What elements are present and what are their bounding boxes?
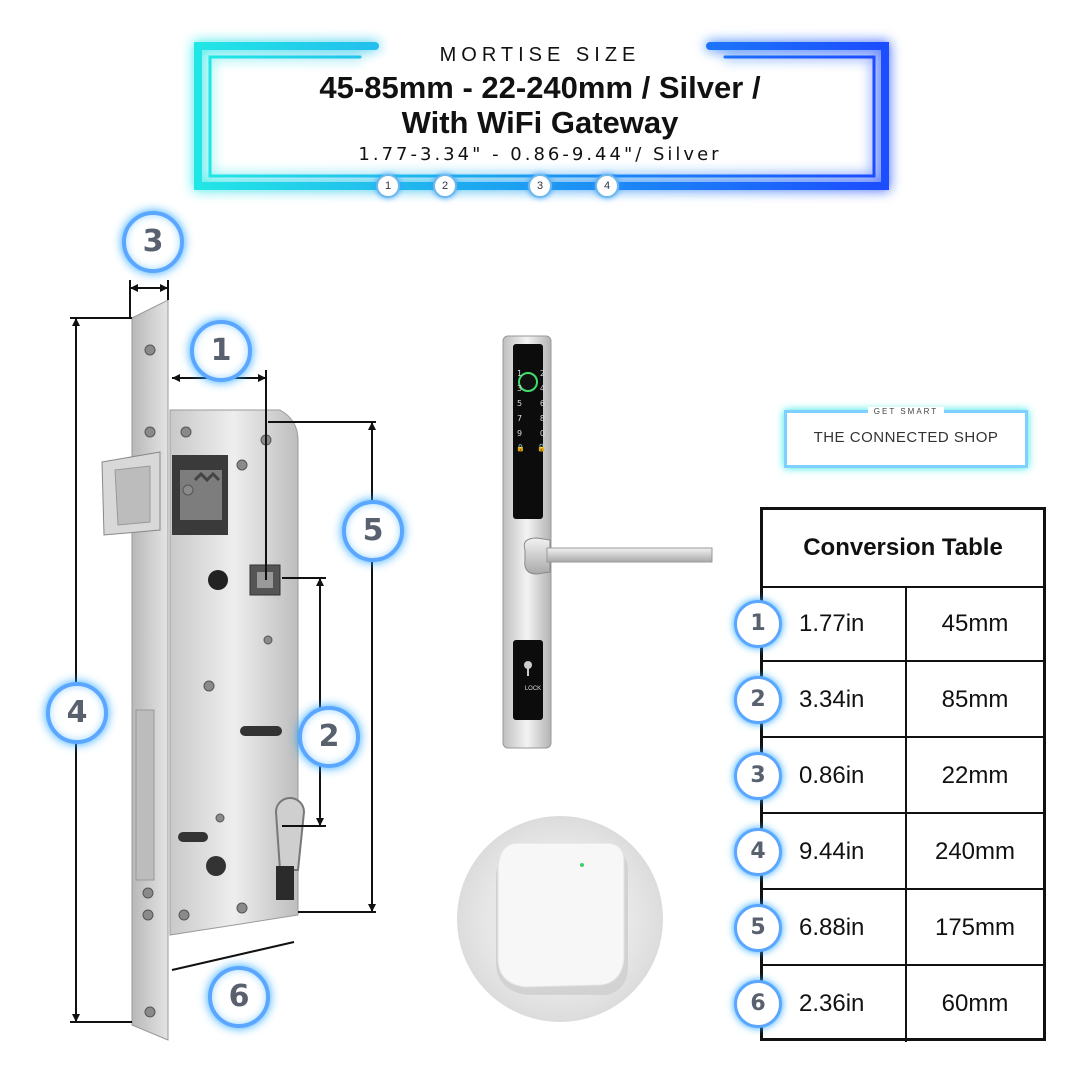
header-title-line2: With WiFi Gateway xyxy=(401,105,679,140)
row-inches: 3.34in xyxy=(799,686,865,713)
header-eyebrow: MORTISE SIZE xyxy=(439,44,641,66)
shop-name: THE CONNECTED SHOP xyxy=(813,429,999,446)
dimension-badge-1: 1 xyxy=(190,320,252,382)
conversion-table: Conversion Table 1.77in 45mm 3.34in 85mm… xyxy=(760,507,1046,1042)
row-mm: 45mm xyxy=(905,586,1043,662)
dimension-badge-2: 2 xyxy=(298,706,360,768)
header-mini-badge-2: 2 xyxy=(433,174,457,198)
conversion-table-title: Conversion Table xyxy=(763,510,1043,588)
wifi-gateway-image xyxy=(457,816,663,1022)
key-6[interactable]: 6 xyxy=(539,399,545,408)
row-inches: 9.44in xyxy=(799,838,865,865)
row-inches: 6.88in xyxy=(799,914,865,941)
table-row-badge-1: 1 xyxy=(734,600,782,648)
table-row-badge-6: 6 xyxy=(734,980,782,1028)
key-7[interactable]: 7 xyxy=(517,414,523,423)
key-1[interactable]: 1 xyxy=(517,369,523,378)
table-row: 3.34in 85mm xyxy=(763,662,1043,738)
header-title-line1: 45-85mm - 22-240mm / Silver / xyxy=(319,70,761,105)
table-row-badge-4: 4 xyxy=(734,828,782,876)
key-8[interactable]: 8 xyxy=(539,414,545,423)
row-mm: 22mm xyxy=(905,738,1043,814)
table-row: 0.86in 22mm xyxy=(763,738,1043,814)
row-inches: 0.86in xyxy=(799,762,865,789)
key-0[interactable]: 0 xyxy=(539,429,545,438)
row-inches: 1.77in xyxy=(799,610,865,637)
row-inches: 2.36in xyxy=(799,990,865,1017)
unlock-key-icon[interactable]: 🔓 xyxy=(537,444,546,452)
header-subtitle: 1.77-3.34" - 0.86-9.44"/ Silver xyxy=(358,144,722,165)
dimension-badge-5: 5 xyxy=(342,500,404,562)
row-mm: 175mm xyxy=(905,890,1043,966)
connected-shop-logo: GET SMART THE CONNECTED SHOP xyxy=(784,407,1028,468)
key-5[interactable]: 5 xyxy=(517,399,523,408)
smart-lock-handle-image xyxy=(502,335,713,749)
keypad-digits: 1 2 3 4 5 6 7 8 9 0 🔒 🔓 xyxy=(513,366,549,456)
dimension-badge-3: 3 xyxy=(122,211,184,273)
table-row: 2.36in 60mm xyxy=(763,966,1043,1042)
header-mini-badge-3: 3 xyxy=(528,174,552,198)
lock-key-icon[interactable]: 🔒 xyxy=(516,444,525,452)
key-4[interactable]: 4 xyxy=(539,384,545,393)
row-mm: 60mm xyxy=(905,966,1043,1042)
row-mm: 85mm xyxy=(905,662,1043,738)
dimension-badge-6: 6 xyxy=(208,966,270,1028)
key-2[interactable]: 2 xyxy=(539,369,545,378)
table-row-badge-2: 2 xyxy=(734,676,782,724)
table-row: 9.44in 240mm xyxy=(763,814,1043,890)
table-row-badge-5: 5 xyxy=(734,904,782,952)
key-3[interactable]: 3 xyxy=(517,384,523,393)
header-mini-badge-1: 1 xyxy=(376,174,400,198)
shop-tagline: GET SMART xyxy=(867,407,945,416)
table-row: 1.77in 45mm xyxy=(763,586,1043,662)
table-row: 6.88in 175mm xyxy=(763,890,1043,966)
header-mini-badge-4: 4 xyxy=(595,174,619,198)
table-row-badge-3: 3 xyxy=(734,752,782,800)
lock-button-label: LOCK xyxy=(524,686,542,692)
row-mm: 240mm xyxy=(905,814,1043,890)
dimension-badge-4: 4 xyxy=(46,682,108,744)
key-9[interactable]: 9 xyxy=(517,429,523,438)
